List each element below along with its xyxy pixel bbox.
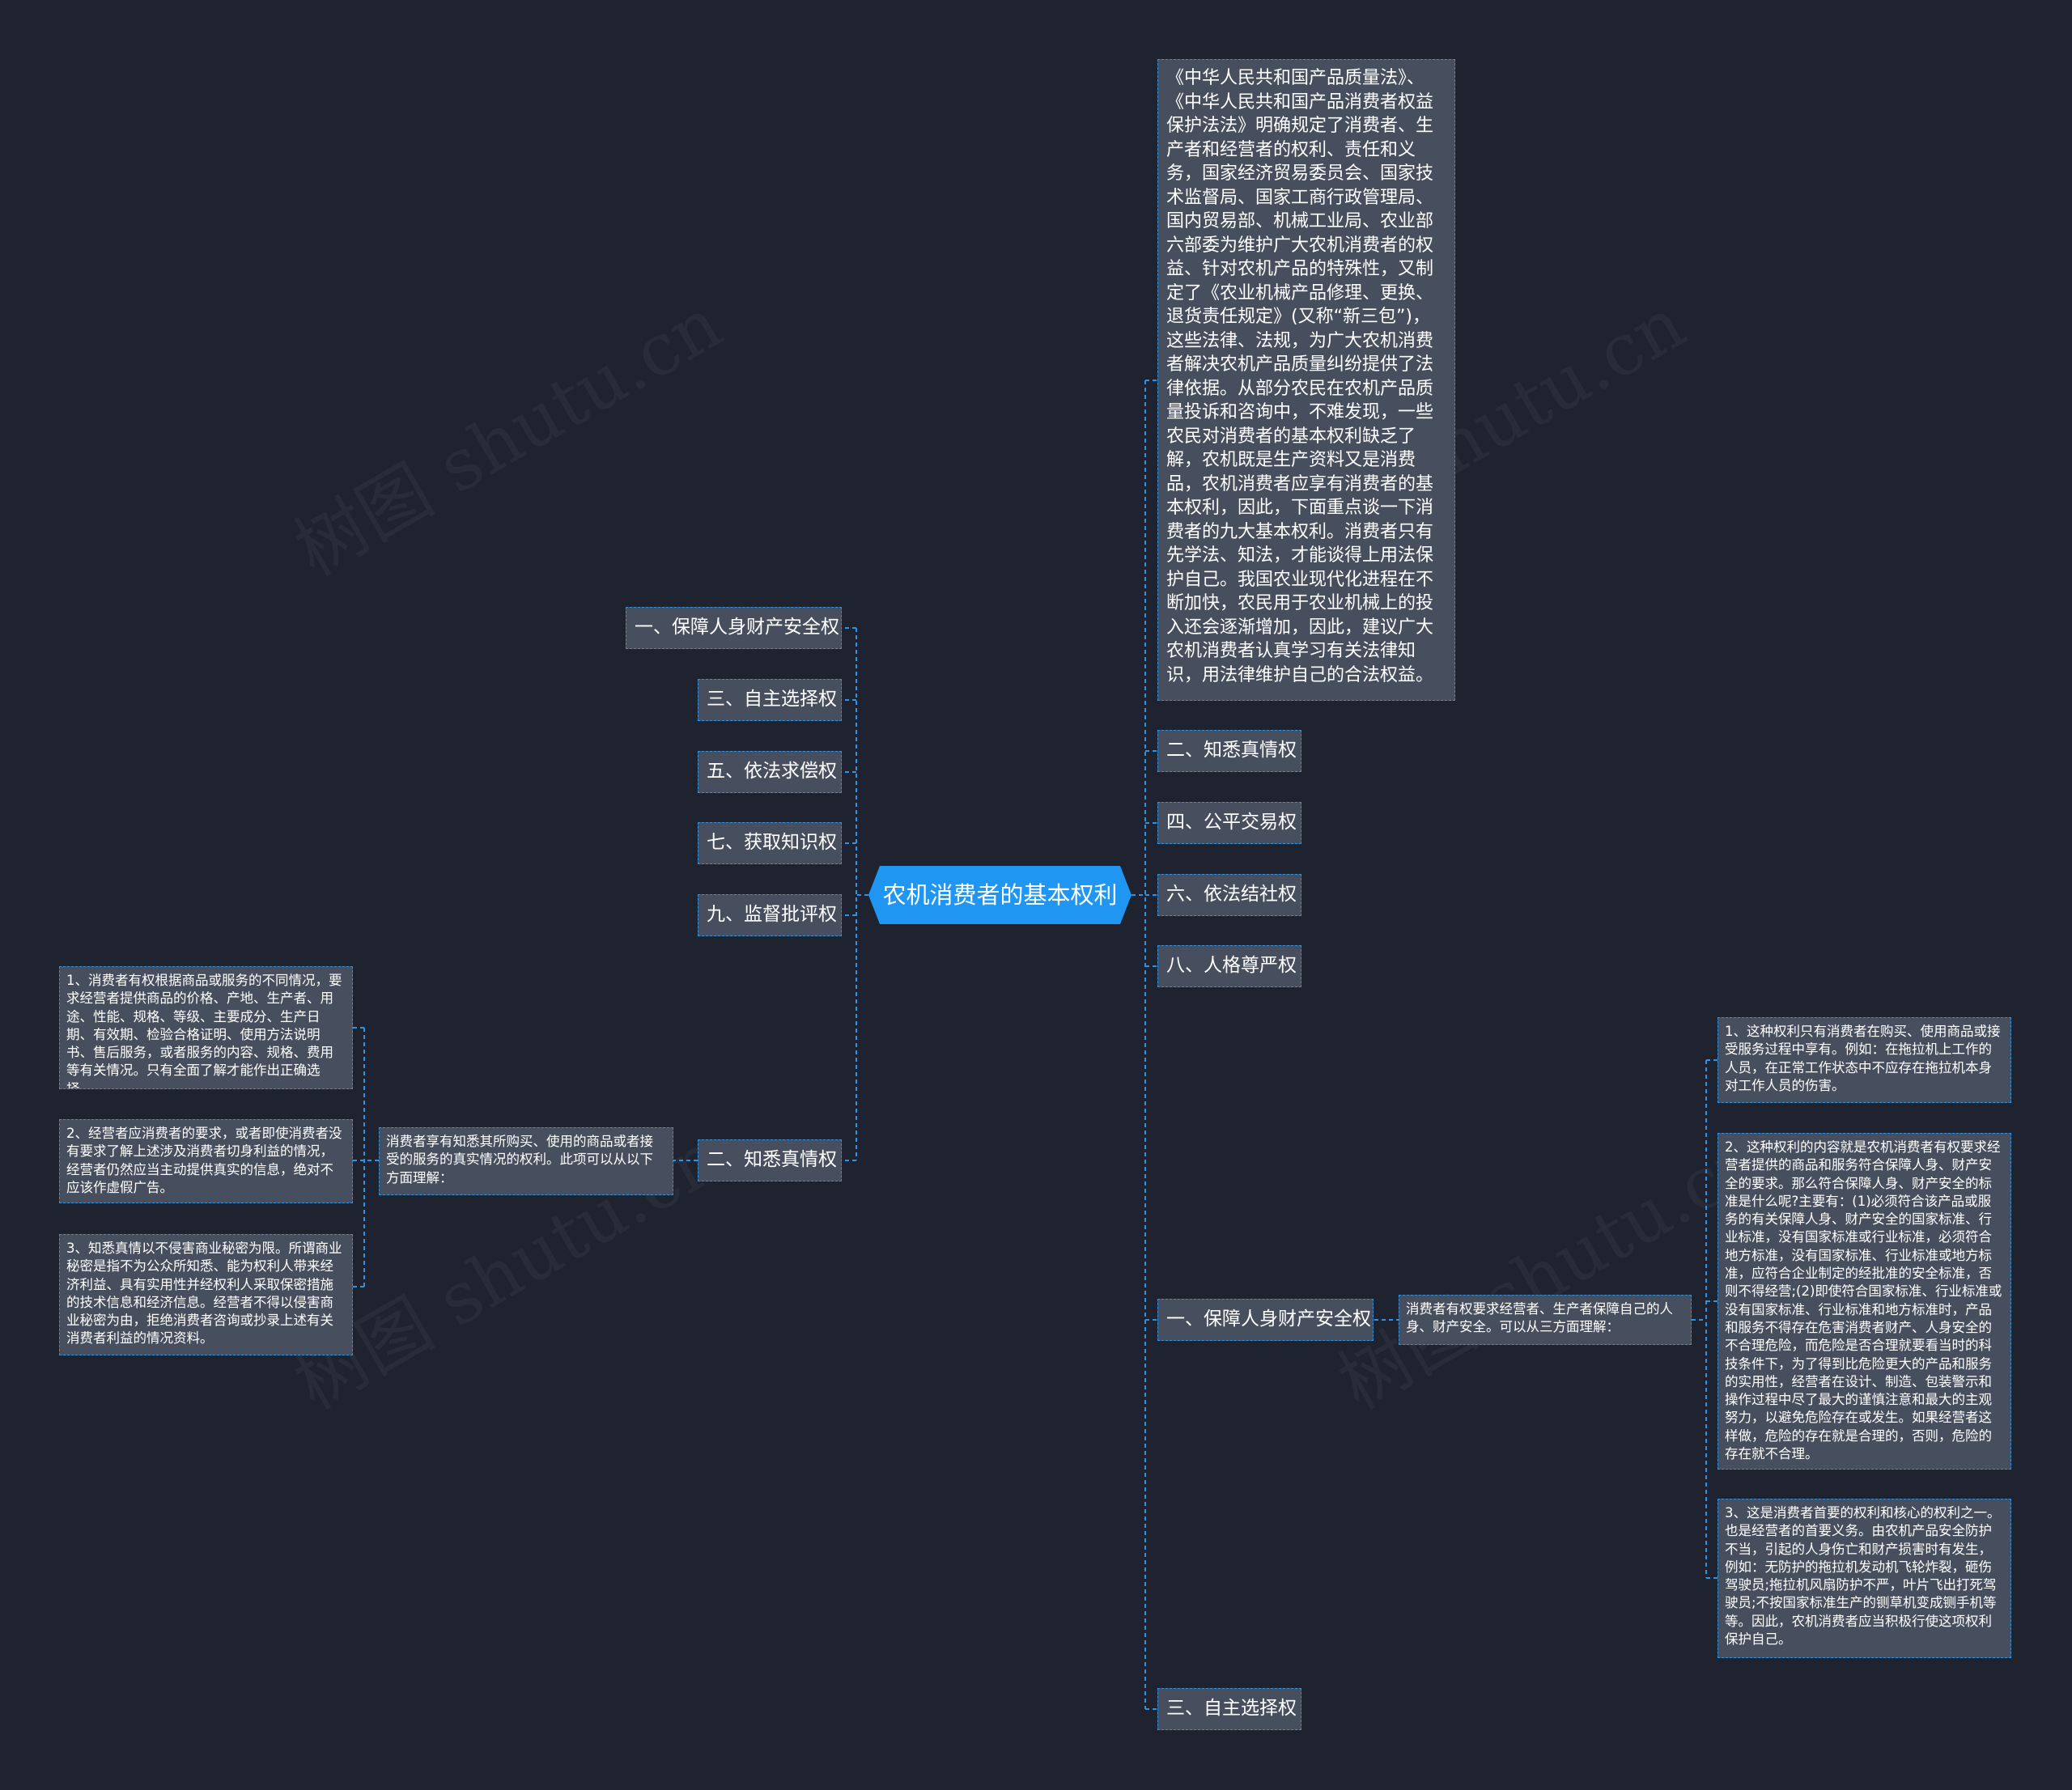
left-branch-compensation[interactable]: 五、依法求偿权: [698, 751, 842, 793]
intro-note[interactable]: 《中华人民共和国产品质量法》、《中华人民共和国产品消费者权益保护法法》明确规定了…: [1157, 59, 1455, 701]
right-branch-choice[interactable]: 三、自主选择权: [1157, 1688, 1301, 1730]
right-detail-summary[interactable]: 消费者有权要求经营者、生产者保障自己的人身、财产安全。可以从三方面理解：: [1399, 1295, 1692, 1345]
left-branch-information[interactable]: 二、知悉真情权: [698, 1139, 842, 1181]
left-detail-item-2[interactable]: 2、经营者应消费者的要求，或者即使消费者没有要求了解上述涉及消费者切身利益的情况…: [59, 1119, 353, 1203]
right-branch-fair-trade[interactable]: 四、公平交易权: [1157, 802, 1301, 844]
right-branch-dignity[interactable]: 八、人格尊严权: [1157, 945, 1301, 987]
left-detail-item-3[interactable]: 3、知悉真情以不侵害商业秘密为限。所谓商业秘密是指不为公众所知悉、能为权利人带来…: [59, 1234, 353, 1355]
left-branch-choice[interactable]: 三、自主选择权: [698, 679, 842, 721]
left-detail-summary[interactable]: 消费者享有知悉其所购买、使用的商品或者接受的服务的真实情况的权利。此项可以从以下…: [379, 1127, 673, 1195]
right-detail-item-1[interactable]: 1、这种权利只有消费者在购买、使用商品或接受服务过程中享有。例如：在拖拉机上工作…: [1717, 1017, 2011, 1103]
right-detail-item-2[interactable]: 2、这种权利的内容就是农机消费者有权要求经营者提供的商品和服务符合保障人身、财产…: [1717, 1133, 2011, 1470]
right-branch-information[interactable]: 二、知悉真情权: [1157, 730, 1301, 772]
left-branch-knowledge[interactable]: 七、获取知识权: [698, 822, 842, 864]
central-topic[interactable]: 农机消费者的基本权利: [868, 866, 1132, 924]
left-branch-safety[interactable]: 一、保障人身财产安全权: [626, 607, 842, 649]
left-branch-supervision[interactable]: 九、监督批评权: [698, 894, 842, 936]
right-detail-item-3[interactable]: 3、这是消费者首要的权利和核心的权利之一。也是经营者的首要义务。由农机产品安全防…: [1717, 1499, 2011, 1658]
left-detail-item-1[interactable]: 1、消费者有权根据商品或服务的不同情况，要求经营者提供商品的价格、产地、生产者、…: [59, 966, 353, 1089]
right-branch-safety[interactable]: 一、保障人身财产安全权: [1157, 1299, 1374, 1341]
right-branch-association[interactable]: 六、依法结社权: [1157, 874, 1301, 916]
